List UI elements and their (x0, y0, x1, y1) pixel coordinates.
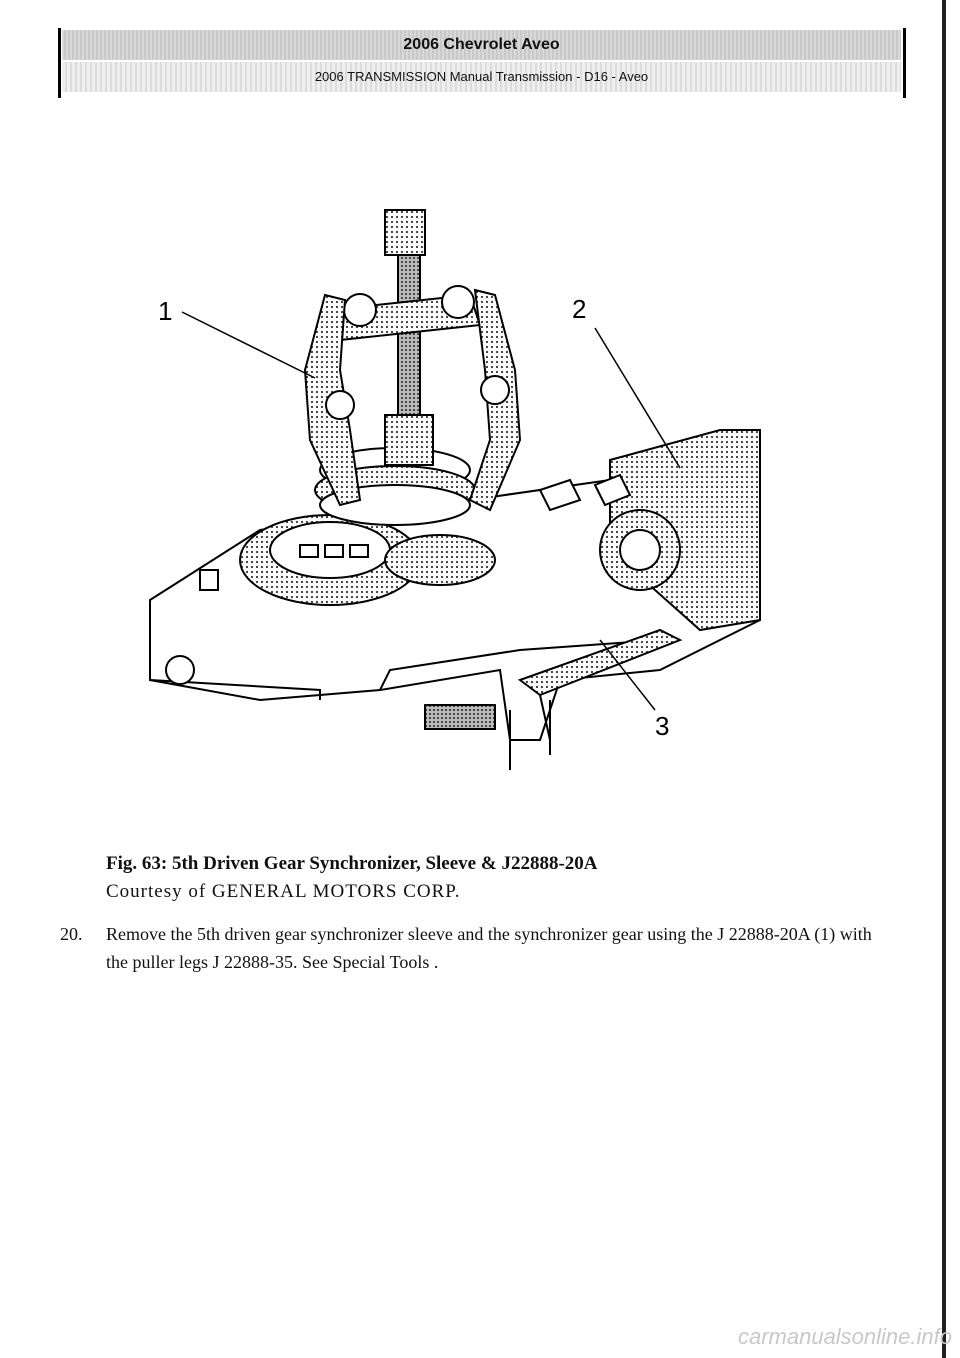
document-title: 2006 Chevrolet Aveo (62, 30, 901, 60)
figure-caption: Fig. 63: 5th Driven Gear Synchronizer, S… (106, 853, 598, 874)
step-text: Remove the 5th driven gear synchronizer … (106, 924, 872, 972)
figure-caption-block: Fig. 63: 5th Driven Gear Synchronizer, S… (106, 850, 598, 906)
figure-illustration: 1 2 3 (140, 200, 770, 780)
callout-2: 2 (572, 294, 586, 324)
callout-3: 3 (655, 711, 669, 741)
page-right-edge (942, 0, 946, 1358)
document-subtitle: 2006 TRANSMISSION Manual Transmission - … (62, 62, 901, 92)
step-number: 20. (60, 924, 83, 944)
puller-diagram: 1 2 3 (149, 209, 761, 770)
figure-courtesy: Courtesy of GENERAL MOTORS CORP. (106, 881, 461, 902)
watermark-text: carmanualsonline.info (737, 1324, 952, 1349)
callout-1: 1 (158, 296, 172, 326)
header-left-rule (58, 28, 61, 98)
header-right-rule (903, 28, 906, 98)
